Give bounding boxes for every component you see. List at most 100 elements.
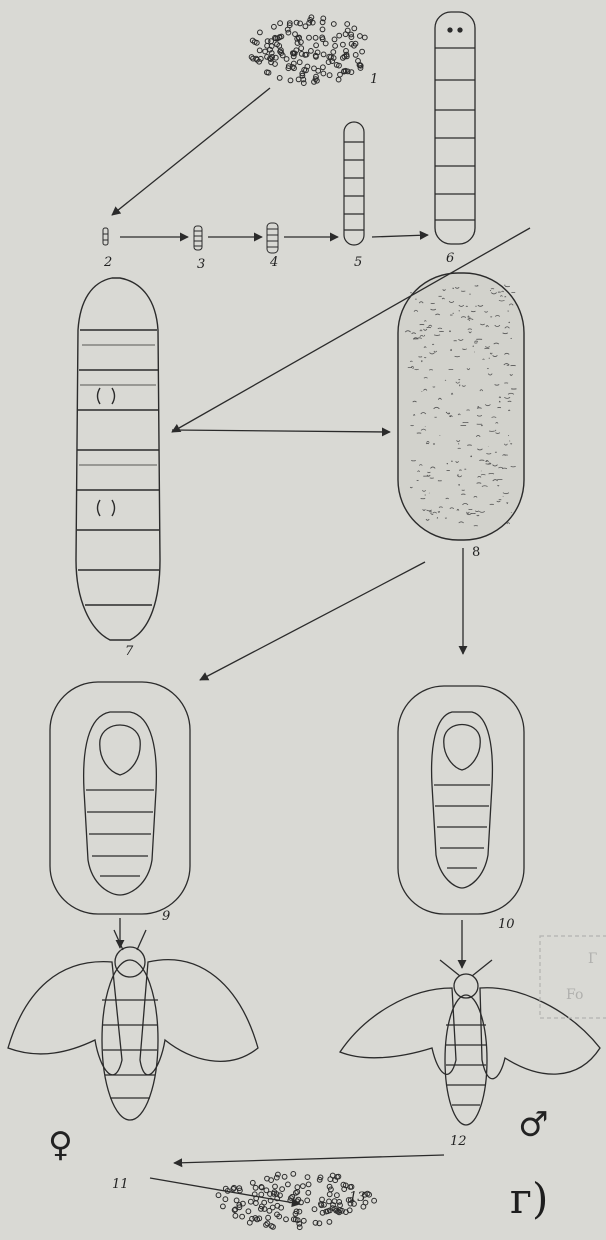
- arrow-8-to-9: [200, 562, 425, 680]
- larva-stage-7: [76, 278, 160, 640]
- larva-stage-6: [435, 12, 475, 244]
- egg: [337, 1200, 342, 1205]
- egg: [284, 57, 289, 62]
- label-stage-1: 1: [370, 73, 378, 86]
- cocoon-fiber: [437, 517, 438, 518]
- egg: [313, 35, 318, 40]
- egg: [306, 1190, 311, 1195]
- cocoon-fiber: [445, 380, 446, 381]
- egg: [250, 1216, 255, 1221]
- egg: [286, 30, 291, 35]
- egg: [240, 1214, 245, 1219]
- egg: [265, 39, 270, 44]
- cocoon-fiber: [473, 346, 474, 347]
- label-stage-4: 4: [270, 256, 278, 269]
- stamp-text-1: Г: [588, 952, 597, 966]
- cocoon-fiber: [509, 322, 510, 323]
- label-stage-6: 6: [446, 252, 454, 265]
- egg: [303, 24, 308, 29]
- label-stage-10: 10: [498, 918, 515, 931]
- egg: [233, 1213, 238, 1218]
- label-stage-3: 3: [197, 258, 205, 271]
- label-stage-13: 13: [349, 1191, 366, 1204]
- female-moth-stage-11: [8, 930, 258, 1120]
- egg: [332, 37, 337, 42]
- egg: [321, 71, 326, 76]
- egg: [259, 1192, 264, 1197]
- egg: [333, 44, 338, 49]
- egg: [246, 1209, 251, 1214]
- arrow-7-to-8: [172, 430, 390, 432]
- egg: [265, 43, 270, 48]
- egg: [299, 46, 304, 51]
- egg: [307, 35, 312, 40]
- egg: [343, 32, 348, 37]
- egg: [321, 52, 326, 57]
- egg: [372, 1198, 377, 1203]
- egg: [361, 1204, 366, 1209]
- cocoon-fiber: [459, 484, 460, 485]
- egg: [336, 77, 341, 82]
- egg: [328, 1177, 333, 1182]
- egg: [331, 22, 336, 27]
- male-moth-stage-12: [340, 960, 600, 1125]
- arrow-11-to-13: [150, 1178, 300, 1204]
- label-stage-9: 9: [162, 910, 170, 923]
- larva-stage-2: [103, 228, 108, 245]
- egg: [338, 1203, 343, 1208]
- egg: [216, 1193, 221, 1198]
- egg: [335, 1193, 340, 1198]
- egg-cluster-top: [249, 15, 367, 86]
- egg: [312, 1207, 317, 1212]
- egg: [305, 1198, 310, 1203]
- arrow-1-to-2: [112, 88, 270, 215]
- egg: [327, 1192, 332, 1197]
- egg: [280, 1187, 285, 1192]
- egg: [293, 32, 298, 37]
- egg: [295, 1185, 300, 1190]
- egg: [306, 1182, 311, 1187]
- label-stage-7: 7: [125, 645, 133, 658]
- cocoon-fiber: [446, 412, 447, 413]
- cocoon-fiber: [504, 285, 505, 286]
- egg: [314, 43, 319, 48]
- cocoon-stage-8: [398, 273, 524, 540]
- egg: [345, 22, 350, 27]
- cocoon-fiber: [411, 292, 412, 293]
- label-stage-8: 8: [472, 546, 480, 559]
- egg: [301, 1218, 306, 1223]
- egg: [271, 1225, 276, 1230]
- pupa-male-stage-10: [398, 686, 524, 914]
- egg: [288, 78, 293, 83]
- egg: [327, 73, 332, 78]
- egg: [248, 1199, 253, 1204]
- egg: [352, 26, 357, 31]
- egg: [254, 1201, 259, 1206]
- egg: [221, 1204, 226, 1209]
- figure-letter: г): [510, 1178, 548, 1220]
- egg: [234, 1198, 239, 1203]
- egg: [305, 1175, 310, 1180]
- egg: [356, 59, 361, 64]
- stamp-text-2: Fo: [566, 988, 583, 1002]
- egg: [320, 27, 325, 32]
- egg: [257, 48, 262, 53]
- cocoon-fiber: [447, 463, 448, 464]
- larva-stage-4: [267, 223, 278, 253]
- egg: [276, 1172, 281, 1177]
- label-stage-5: 5: [354, 256, 362, 269]
- egg: [321, 65, 326, 70]
- egg: [267, 1208, 272, 1213]
- egg: [341, 42, 346, 47]
- egg: [286, 1182, 291, 1187]
- egg: [337, 33, 342, 38]
- egg: [353, 53, 358, 58]
- egg: [301, 1184, 306, 1189]
- egg: [362, 35, 367, 40]
- egg: [277, 76, 282, 81]
- egg: [263, 49, 268, 54]
- egg: [223, 1197, 228, 1202]
- female-symbol: ♀: [48, 1128, 73, 1162]
- arrow-12-to-11: [174, 1155, 444, 1163]
